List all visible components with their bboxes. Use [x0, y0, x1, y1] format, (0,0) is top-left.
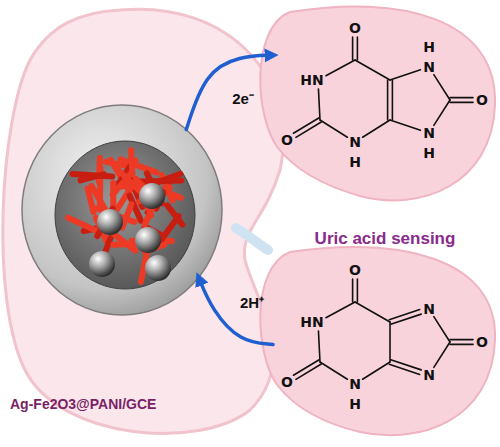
bond — [434, 342, 450, 367]
particle — [97, 209, 123, 235]
caption-label: Uric acid sensing — [315, 230, 456, 247]
oxidized-molecule: ONHNONONH — [275, 262, 490, 412]
atom-label: O — [476, 335, 488, 349]
atom-label: N — [423, 126, 435, 140]
bond — [352, 279, 354, 302]
electrode-label: Ag-Fe2O3@PANI/GCE — [10, 397, 156, 411]
atom-label: H — [349, 155, 361, 169]
bond — [450, 339, 473, 341]
ag-fe2o3-particles — [89, 183, 171, 281]
bond — [357, 279, 359, 302]
bond — [355, 302, 390, 322]
particle — [135, 227, 161, 253]
atom-label: N — [423, 302, 435, 316]
bond — [318, 331, 320, 362]
reaction-arrow — [199, 277, 273, 344]
oxidized-bonds — [293, 279, 473, 379]
edge-label: 2e⁻ — [232, 91, 254, 106]
kidney-blob-bottom — [260, 247, 495, 435]
bond — [293, 118, 318, 133]
bond — [363, 362, 390, 379]
pani-rod — [77, 171, 108, 185]
electrode: Ag-Fe2O3@PANI/GCE — [22, 105, 222, 315]
bond — [434, 100, 450, 125]
particle — [139, 183, 165, 209]
edge-label: 2H⁺ — [240, 295, 264, 310]
bond — [320, 120, 347, 137]
bond — [352, 37, 354, 60]
bond — [293, 360, 318, 375]
atom-label: N — [349, 135, 361, 149]
uric-acid-bonds — [293, 37, 473, 137]
bond — [320, 362, 347, 379]
bond — [391, 314, 421, 324]
bond — [355, 60, 390, 80]
uric-acid-molecule: OHNHNONHONH — [275, 20, 490, 180]
atom-label: HN — [300, 73, 323, 87]
atom-label: O — [281, 375, 293, 389]
bond — [387, 80, 389, 120]
kidney-blob-top — [260, 6, 495, 200]
electrode-surface — [55, 141, 195, 289]
bond — [389, 310, 419, 320]
pani-rods — [64, 147, 187, 285]
bond — [450, 102, 473, 104]
atom-label: O — [476, 93, 488, 107]
bond — [450, 97, 473, 99]
atom-label: O — [349, 21, 361, 35]
bond — [326, 60, 355, 76]
bond — [434, 75, 450, 100]
particle — [145, 255, 171, 281]
bond — [357, 37, 359, 60]
bond — [434, 317, 450, 342]
kidney-background — [3, 9, 284, 433]
atom-label: O — [349, 263, 361, 277]
bond — [391, 360, 421, 370]
electrode-disc — [22, 105, 222, 315]
bond — [389, 322, 391, 362]
atom-label: H — [423, 146, 435, 160]
bond — [450, 344, 473, 346]
atom-label: HN — [300, 315, 323, 329]
bond — [392, 80, 394, 120]
atom-label: H — [423, 40, 435, 54]
pani-rod — [128, 147, 136, 177]
bond — [390, 70, 420, 80]
atom-label: N — [423, 368, 435, 382]
reaction-arrow — [186, 55, 273, 129]
atom-label: N — [423, 60, 435, 74]
particle — [89, 251, 115, 277]
atom-label: N — [349, 377, 361, 391]
bond — [318, 89, 320, 120]
atom-label: H — [349, 397, 361, 411]
bond — [363, 120, 390, 137]
atom-label: O — [281, 133, 293, 147]
bond — [389, 364, 419, 374]
bond — [390, 120, 420, 130]
ureter — [236, 228, 268, 250]
bond — [326, 302, 355, 318]
